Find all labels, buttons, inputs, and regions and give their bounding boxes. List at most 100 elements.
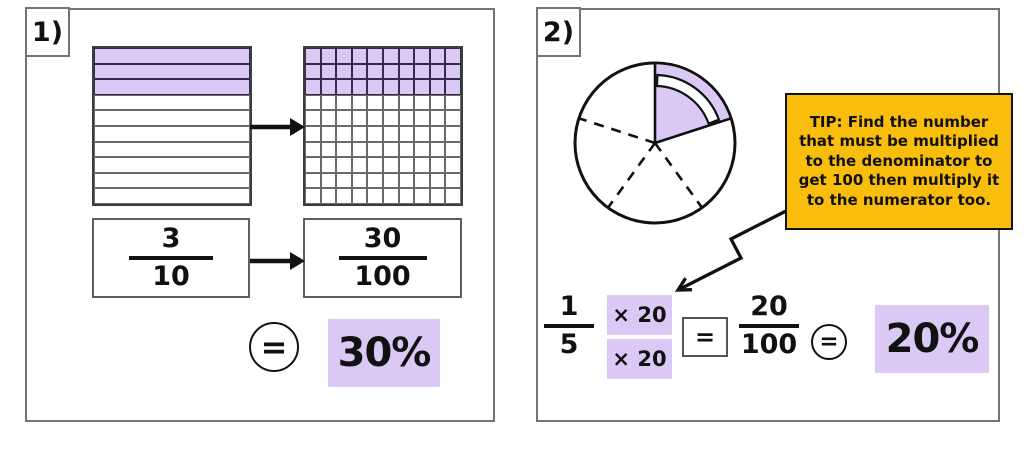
equals-box: = <box>682 317 728 357</box>
shaded-cell <box>383 48 399 64</box>
shaded-cell <box>414 79 430 95</box>
cell <box>383 157 399 173</box>
cell <box>445 141 461 158</box>
shaded-cell <box>429 48 446 64</box>
shaded-cell <box>398 48 415 64</box>
shaded-cell <box>305 79 321 95</box>
cell <box>305 125 321 142</box>
shaded-cell <box>398 79 415 95</box>
multiplier-text: × 20 <box>612 347 667 371</box>
shaded-cell <box>414 63 430 80</box>
cell <box>398 157 415 173</box>
cell <box>398 125 415 142</box>
multiplier-box-denominator: × 20 <box>607 339 672 379</box>
cell <box>429 94 446 111</box>
shaded-cell <box>94 63 250 80</box>
cell <box>383 94 399 111</box>
cell <box>445 157 461 173</box>
cell <box>351 157 368 173</box>
equals-sign: = <box>819 329 839 355</box>
cell <box>94 157 250 173</box>
percent-result-30: 30% <box>328 319 440 387</box>
hundredths-grid-model <box>303 46 463 206</box>
cell <box>445 125 461 142</box>
cell <box>351 141 368 158</box>
cell <box>305 110 321 126</box>
shaded-cell <box>320 79 337 95</box>
cell <box>367 110 383 126</box>
shaded-cell <box>383 79 399 95</box>
cell <box>398 110 415 126</box>
fraction-bar <box>338 256 427 260</box>
shaded-cell <box>414 48 430 64</box>
cell <box>398 94 415 111</box>
shaded-cell <box>383 63 399 80</box>
cell <box>320 94 337 111</box>
cell <box>429 157 446 173</box>
cell <box>429 125 446 142</box>
numerator: 30 <box>363 223 402 255</box>
cell <box>414 188 430 204</box>
tip-text: TIP: Find the number that must be multip… <box>798 112 1000 209</box>
shaded-cell <box>367 48 383 64</box>
cell <box>429 110 446 126</box>
fraction-1-5: 1 5 <box>543 292 595 359</box>
shaded-cell <box>305 48 321 64</box>
cell <box>336 188 352 204</box>
shaded-cell <box>336 63 352 80</box>
cell <box>320 157 337 173</box>
cell <box>367 125 383 142</box>
arrow-right-icon <box>250 118 305 136</box>
cell <box>336 125 352 142</box>
panel-1-number: 1) <box>31 16 64 48</box>
cell <box>383 110 399 126</box>
shaded-cell <box>94 79 250 95</box>
numerator: 1 <box>559 291 579 322</box>
shaded-cell <box>351 79 368 95</box>
cell <box>383 141 399 158</box>
cell <box>320 110 337 126</box>
cell <box>336 157 352 173</box>
cell <box>367 94 383 111</box>
cell <box>336 141 352 158</box>
equals-circle-icon: = <box>811 324 847 360</box>
shaded-cell <box>429 79 446 95</box>
denominator: 100 <box>354 261 411 292</box>
cell <box>305 157 321 173</box>
denominator: 10 <box>152 261 190 292</box>
cell <box>94 125 250 142</box>
cell <box>320 141 337 158</box>
shaded-cell <box>351 48 368 64</box>
shaded-cell <box>320 63 337 80</box>
cell <box>94 110 250 126</box>
cell <box>320 125 337 142</box>
cell <box>305 141 321 158</box>
cell <box>445 94 461 111</box>
shaded-cell <box>445 63 461 80</box>
cell <box>398 188 415 204</box>
shaded-cell <box>429 63 446 80</box>
shaded-cell <box>320 48 337 64</box>
percent-text: 20% <box>885 316 980 362</box>
cell <box>445 188 461 204</box>
shaded-cell <box>367 63 383 80</box>
cell <box>398 172 415 189</box>
numerator: 20 <box>750 291 788 322</box>
panel-2-number: 2) <box>542 16 575 48</box>
numerator: 3 <box>161 223 181 255</box>
shaded-cell <box>305 63 321 80</box>
cell <box>305 188 321 204</box>
cell <box>351 125 368 142</box>
equals-sign: = <box>260 328 288 366</box>
shaded-cell <box>336 48 352 64</box>
cell <box>351 172 368 189</box>
cell <box>94 94 250 111</box>
denominator: 5 <box>559 328 579 360</box>
shaded-cell <box>445 48 461 64</box>
cell <box>94 141 250 158</box>
cell <box>429 141 446 158</box>
cell <box>367 141 383 158</box>
cell <box>383 188 399 204</box>
shaded-cell <box>336 79 352 95</box>
